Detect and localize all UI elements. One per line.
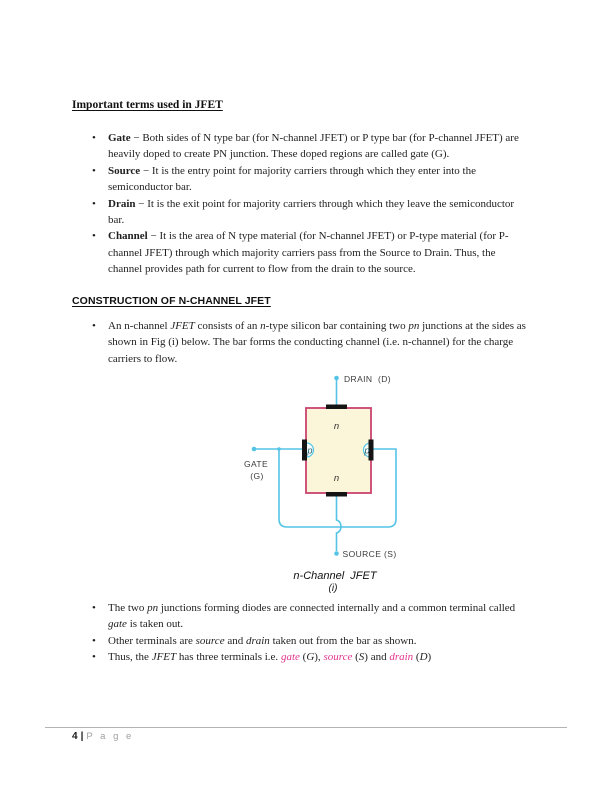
page-footer: 4|P a g e xyxy=(72,731,134,742)
gate-wire-junction-dot xyxy=(277,447,281,451)
list-item-drain: Drain − It is the exit point for majorit… xyxy=(90,196,530,229)
terms-list: Gate − Both sides of N type bar (for N-c… xyxy=(90,130,530,278)
p-region-right-label: p xyxy=(363,446,369,456)
p-region-left-label: p xyxy=(306,446,312,456)
list-item-pn-junctions: The two pn junctions forming diodes are … xyxy=(90,600,530,633)
gate-contact-right xyxy=(368,439,374,461)
drain-terminal-dot xyxy=(334,375,339,381)
page-word: P a g e xyxy=(86,731,134,742)
construction-list: An n-channel JFET consists of an n-type … xyxy=(90,318,530,367)
diagram-caption-fig: (i) xyxy=(329,583,338,594)
footer-separator: | xyxy=(80,731,84,742)
post-diagram-list: The two pn junctions forming diodes are … xyxy=(90,600,530,666)
drain-label: DRAIN (D) xyxy=(344,374,391,384)
n-region-bottom-label: n xyxy=(334,473,339,484)
n-region-top-label: n xyxy=(334,421,339,432)
source-lead-line xyxy=(335,496,342,551)
list-item-source: Source − It is the entry point for major… xyxy=(90,163,530,196)
list-item-nchannel-intro: An n-channel JFET consists of an n-type … xyxy=(90,318,530,367)
list-item-channel: Channel − It is the area of N type mater… xyxy=(90,228,530,277)
channel-bar xyxy=(305,407,372,494)
gate-contact-left xyxy=(302,439,307,461)
gate-terminal-dot xyxy=(251,446,257,452)
list-item-three-terminals: Thus, the JFET has three terminals i.e. … xyxy=(90,649,530,666)
footer-divider xyxy=(45,727,567,728)
bottom-contact xyxy=(326,492,347,497)
list-item-gate: Gate − Both sides of N type bar (for N-c… xyxy=(90,130,530,163)
gate-label-line2: (G) xyxy=(250,471,263,481)
page-number: 4 xyxy=(72,731,78,742)
source-label: SOURCE (S) xyxy=(343,549,397,559)
top-contact xyxy=(326,404,347,409)
jfet-construction-diagram: n n p p DRAIN (D) GATE (G) SOURCE (S) n-… xyxy=(244,374,397,594)
gate-label-line1: GATE xyxy=(244,459,268,469)
heading-important-terms: Important terms used in JFET xyxy=(72,99,223,111)
diagram-caption: n-Channel JFET xyxy=(293,570,377,582)
list-item-other-terminals: Other terminals are source and drain tak… xyxy=(90,633,530,650)
heading-construction: CONSTRUCTION OF N-CHANNEL JFET xyxy=(72,295,271,307)
source-terminal-dot xyxy=(334,551,339,556)
